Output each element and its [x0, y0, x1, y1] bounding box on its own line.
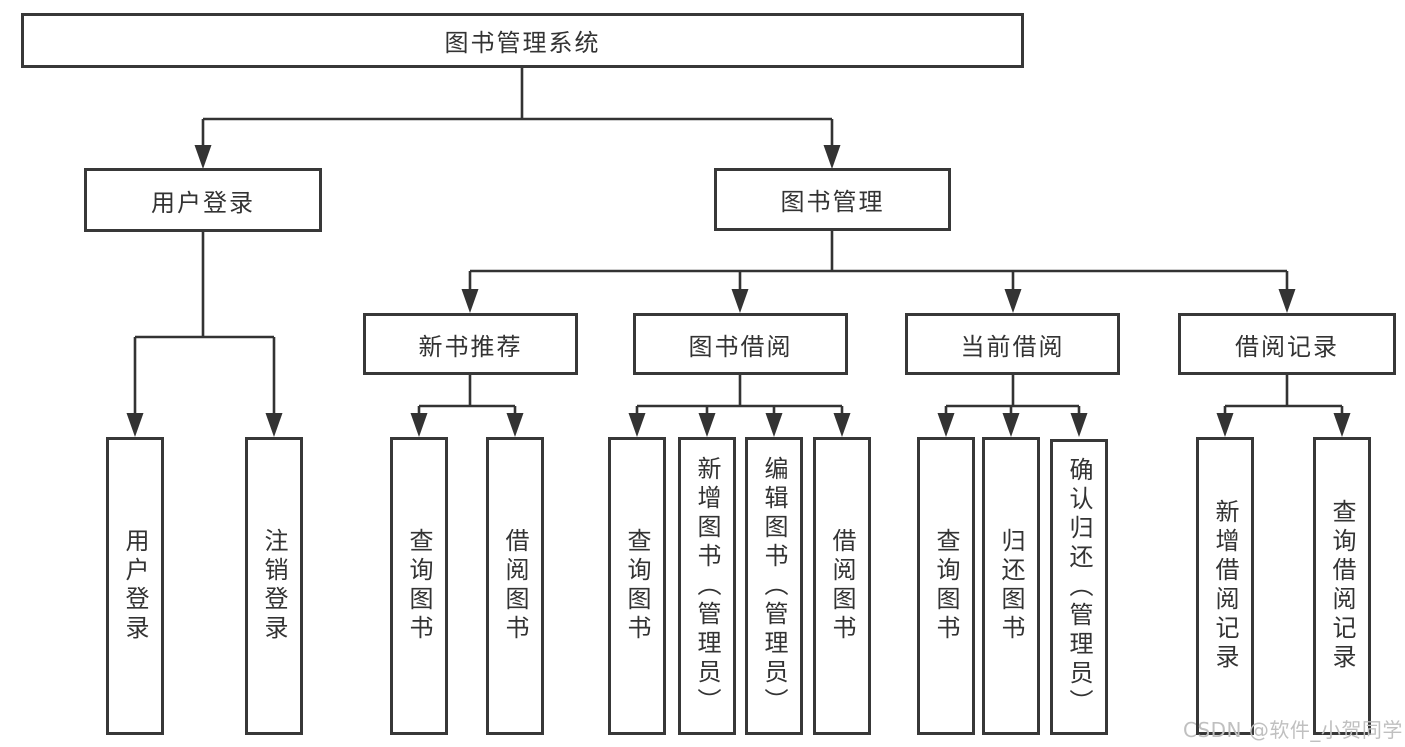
- leaf-borrow-query-label: 查询图书: [623, 528, 651, 644]
- arrowheads-records-branch: [1216, 413, 1351, 437]
- leaf-borrow-query: 查询图书: [608, 437, 666, 735]
- leaf-borrow-add-admin: 新增图书（管理员）: [678, 437, 736, 735]
- leaf-borrow-borrow: 借阅图书: [813, 437, 871, 735]
- node-current-borrow: 当前借阅: [905, 313, 1120, 375]
- leaf-borrow-edit-admin-label: 编辑图书（管理员）: [760, 455, 788, 717]
- connector-records-branch: [1223, 375, 1344, 414]
- leaf-logout: 注销登录: [245, 437, 303, 735]
- leaf-records-add: 新增借阅记录: [1196, 437, 1254, 735]
- leaf-records-query: 查询借阅记录: [1313, 437, 1371, 735]
- node-book-borrow: 图书借阅: [633, 313, 848, 375]
- leaf-borrow-add-admin-label: 新增图书（管理员）: [693, 455, 721, 717]
- node-current-borrow-label: 当前借阅: [960, 332, 1065, 361]
- node-root-label: 图书管理系统: [444, 29, 601, 57]
- arrowheads-current-branch: [937, 413, 1088, 437]
- node-book-borrow-label: 图书借阅: [688, 332, 793, 361]
- leaf-current-query-label: 查询图书: [932, 528, 960, 644]
- connector-borrow-branch: [635, 375, 844, 414]
- csdn-watermark: CSDN @软件_小贺同学: [1183, 718, 1403, 742]
- leaf-records-add-label: 新增借阅记录: [1211, 499, 1239, 673]
- connector-root-branch: [201, 68, 834, 146]
- leaf-current-return: 归还图书: [982, 437, 1040, 735]
- leaf-user-login-label: 用户登录: [121, 528, 149, 644]
- connector-user-branch: [133, 232, 276, 414]
- node-borrow-records-label: 借阅记录: [1235, 332, 1339, 361]
- node-borrow-records: 借阅记录: [1178, 313, 1396, 375]
- leaf-newbooks-borrow-label: 借阅图书: [501, 528, 529, 644]
- node-user-login: 用户登录: [84, 168, 322, 232]
- arrowheads-user-branch: [126, 413, 283, 437]
- leaf-logout-label: 注销登录: [260, 528, 288, 644]
- leaf-current-query: 查询图书: [917, 437, 975, 735]
- arrowheads-newbooks-branch: [410, 413, 524, 437]
- node-book-mgmt-label: 图书管理: [780, 188, 885, 216]
- arrowheads-borrow-branch: [628, 413, 851, 437]
- connector-mgmt-branch: [468, 231, 1289, 291]
- leaf-records-query-label: 查询借阅记录: [1328, 499, 1356, 673]
- node-user-login-label: 用户登录: [151, 188, 255, 217]
- connector-newbooks-branch: [417, 375, 517, 414]
- arrowheads-root-branch: [194, 145, 841, 169]
- leaf-current-return-label: 归还图书: [997, 528, 1025, 644]
- node-root: 图书管理系统: [21, 13, 1024, 68]
- node-book-mgmt: 图书管理: [714, 168, 951, 231]
- leaf-newbooks-query-label: 查询图书: [405, 528, 433, 644]
- leaf-current-confirm-admin-label: 确认归还（管理员）: [1065, 456, 1093, 718]
- arrowheads-mgmt-branch: [461, 289, 1296, 313]
- leaf-newbooks-borrow: 借阅图书: [486, 437, 544, 735]
- node-new-books-label: 新书推荐: [418, 332, 523, 361]
- connector-current-branch: [944, 375, 1081, 414]
- leaf-newbooks-query: 查询图书: [390, 437, 448, 735]
- leaf-current-confirm-admin: 确认归还（管理员）: [1050, 439, 1108, 735]
- node-new-books: 新书推荐: [363, 313, 578, 375]
- leaf-borrow-edit-admin: 编辑图书（管理员）: [745, 437, 803, 735]
- leaf-user-login: 用户登录: [106, 437, 164, 735]
- leaf-borrow-borrow-label: 借阅图书: [828, 528, 856, 644]
